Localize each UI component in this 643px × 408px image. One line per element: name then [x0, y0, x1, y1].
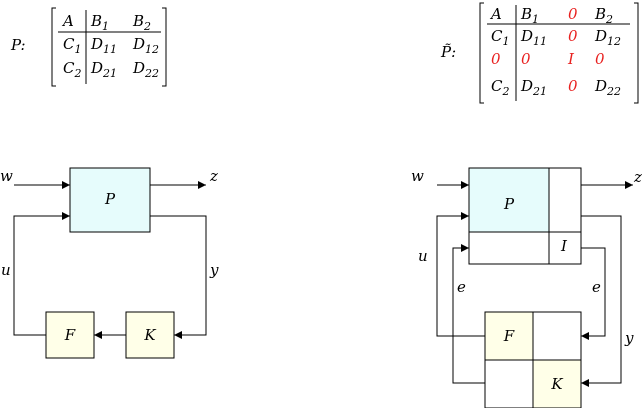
matrix-ptilde-entry: 0	[568, 5, 578, 23]
right-identity-label: I	[560, 237, 568, 255]
right-z-label: z	[633, 168, 642, 186]
right-u-path	[436, 212, 485, 337]
right-w-label: w	[411, 167, 424, 185]
matrix-p-right-bracket	[162, 7, 167, 87]
left-plant-label: P	[104, 190, 116, 208]
right-y-label: y	[624, 329, 634, 347]
matrix-ptilde-entry: D12	[594, 27, 621, 48]
right-u-label: u	[418, 247, 428, 265]
matrix-ptilde-entry: 0	[595, 50, 605, 68]
left-y-path	[150, 215, 207, 339]
left-w-label: w	[0, 167, 13, 185]
right-e-right-path	[581, 247, 606, 340]
left-z-label: z	[209, 167, 218, 185]
right-plant-block	[468, 167, 550, 233]
left-plant-block	[69, 167, 151, 233]
right-e-left-path	[452, 244, 485, 384]
left-u-path	[13, 212, 70, 336]
matrix-ptilde-entry: 0	[521, 50, 531, 68]
right-k-label: K	[550, 375, 563, 393]
matrix-ptilde-entry: D11	[520, 27, 547, 48]
right-e-right-label: e	[592, 278, 601, 296]
matrix-ptilde-entry: 0	[568, 77, 578, 95]
left-f-label: F	[64, 326, 76, 344]
matrix-p-entry: D22	[132, 59, 159, 80]
left-diagram: P F K w z y u	[0, 167, 219, 359]
matrix-ptilde-label: P̃:	[440, 43, 456, 61]
right-f-label: F	[503, 327, 515, 345]
matrix-p-entry: B2	[132, 12, 151, 33]
matrix-ptilde-entry: 0	[568, 27, 578, 45]
left-k-label: K	[143, 326, 156, 344]
matrix-ptilde-entry: B2	[594, 5, 613, 26]
left-u-label: u	[1, 261, 11, 279]
matrix-p-entry: D12	[132, 35, 159, 56]
matrix-p-entry: D11	[90, 35, 117, 56]
left-f-block	[45, 311, 95, 359]
matrix-p-entry: D21	[90, 59, 117, 80]
right-e-left-label: e	[457, 278, 466, 296]
right-f-block	[484, 311, 534, 361]
right-y-path	[581, 215, 622, 387]
matrix-ptilde-right-bracket	[634, 2, 639, 104]
matrix-p-entry: B1	[90, 12, 109, 33]
matrix-p-entry: C2	[63, 59, 81, 80]
matrix-p-label: P:	[10, 36, 26, 54]
left-y-label: y	[209, 261, 219, 279]
matrix-ptilde-entry: D22	[594, 77, 621, 98]
right-diagram: P I F K w z u e e y	[411, 167, 642, 408]
matrix-ptilde-entry: A	[489, 5, 502, 23]
left-k-block	[125, 311, 175, 359]
matrix-p-left-bracket	[51, 7, 56, 87]
matrix-p-entry: A	[61, 12, 74, 30]
matrix-ptilde-entry: 0	[491, 50, 501, 68]
matrix-ptilde-entry: B1	[520, 5, 539, 26]
matrix-ptilde-left-bracket	[479, 2, 484, 104]
matrix-ptilde-entry: C2	[491, 77, 509, 98]
matrix-p-entry: C1	[63, 35, 81, 56]
matrix-ptilde-entry: I	[567, 50, 575, 68]
matrix-ptilde-entry: C1	[491, 27, 509, 48]
right-plant-label: P	[503, 195, 515, 213]
matrix-ptilde-entry: D21	[520, 77, 547, 98]
